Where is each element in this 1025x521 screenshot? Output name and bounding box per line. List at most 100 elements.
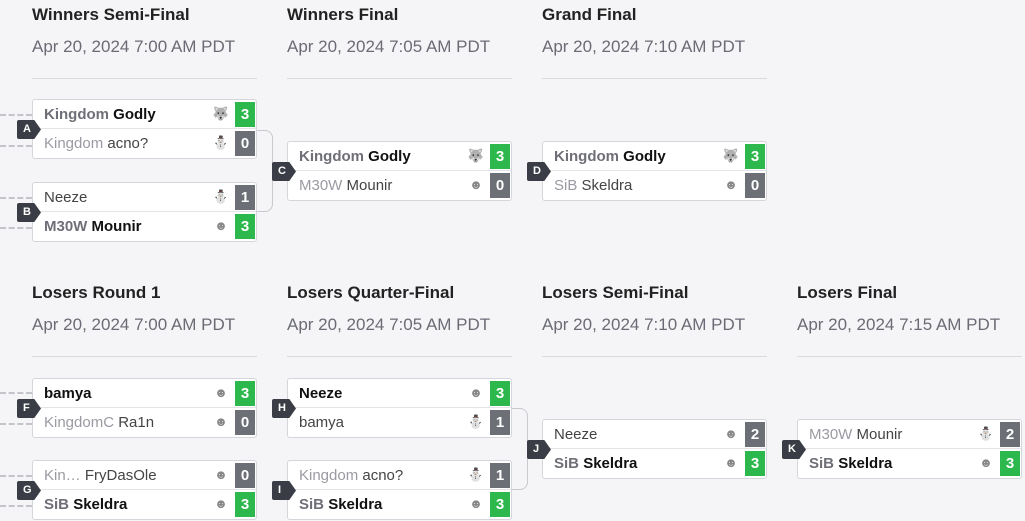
player-name[interactable]: Neeze <box>44 189 87 206</box>
player-name[interactable]: SiB Skeldra <box>299 496 382 513</box>
player-name[interactable]: Kingdom Godly <box>299 148 411 165</box>
sponsor-prefix: SiB <box>299 496 325 513</box>
player-slot[interactable]: Neeze☻2 <box>543 420 766 449</box>
player-slot[interactable]: Neeze⛄1 <box>33 183 256 212</box>
character-icon: ☻ <box>979 455 993 470</box>
player-name[interactable]: SiB Skeldra <box>554 455 637 472</box>
gamer-tag: Neeze <box>299 385 343 402</box>
player-slot[interactable]: Kingdom acno?⛄1 <box>288 461 511 490</box>
player-name[interactable]: Kingdom acno? <box>44 135 148 152</box>
gamer-tag: bamya <box>299 414 345 431</box>
sponsor-prefix: KingdomC <box>44 414 115 431</box>
player-name[interactable]: Kin… FryDasOle <box>44 467 157 484</box>
character-icon: ☻ <box>724 177 738 192</box>
match-card-h[interactable]: Neeze ☻ 3 bamya ⛄ 1 <box>287 378 512 438</box>
score-box: 3 <box>1000 451 1020 476</box>
player-slot[interactable]: Kingdom Godly🐺3 <box>288 142 511 171</box>
character-icon: ☻ <box>214 414 228 429</box>
player-name[interactable]: KingdomC Ra1n <box>44 414 154 431</box>
match-badge: A <box>17 120 41 139</box>
player-name[interactable]: bamya <box>44 385 92 402</box>
round-date: Apr 20, 2024 7:10 AM PDT <box>542 315 746 334</box>
character-icon: ☻ <box>214 218 228 233</box>
score-box: 1 <box>490 410 510 435</box>
bracket-connector <box>0 392 32 394</box>
score-box: 0 <box>490 173 510 198</box>
round-date: Apr 20, 2024 7:15 AM PDT <box>797 315 1001 334</box>
player-name[interactable]: M30W Mounir <box>299 177 392 194</box>
player-slot[interactable]: M30W Mounir ☻ 3 <box>33 212 256 241</box>
ice-climbers-icon: ⛄ <box>212 135 230 150</box>
sponsor-prefix: M30W <box>44 218 88 235</box>
player-slot[interactable]: SiB Skeldra☻3 <box>288 490 511 519</box>
player-slot[interactable]: M30W Mounir⛄2 <box>798 420 1021 449</box>
score-box: 3 <box>490 381 510 406</box>
player-slot[interactable]: SiB Skeldra☻0 <box>543 171 766 200</box>
player-name[interactable]: Kingdom Godly <box>44 106 156 123</box>
score-box: 3 <box>490 144 510 169</box>
sponsor-prefix: SiB <box>809 455 835 472</box>
score-box: 3 <box>235 214 255 239</box>
player-name[interactable]: SiB Skeldra <box>554 177 632 194</box>
player-name[interactable]: M30W Mounir <box>809 426 902 443</box>
gamer-tag: Mounir <box>856 426 903 443</box>
sponsor-prefix: Kin… <box>44 467 81 484</box>
player-name[interactable]: bamya <box>299 414 344 431</box>
player-name[interactable]: SiB Skeldra <box>809 455 892 472</box>
score-box: 3 <box>235 492 255 517</box>
score-box: 3 <box>235 102 255 127</box>
bracket-connector <box>0 227 32 229</box>
score-box: 3 <box>745 451 765 476</box>
player-slot[interactable]: SiB Skeldra☻3 <box>543 449 766 478</box>
match-badge: C <box>272 162 296 181</box>
player-name[interactable]: Neeze <box>299 385 342 402</box>
player-slot[interactable]: Kingdom Godly🐺3 <box>33 100 256 129</box>
gamer-tag: Mounir <box>91 218 142 235</box>
ice-climbers-icon: ⛄ <box>467 414 485 429</box>
score-box: 2 <box>745 422 765 447</box>
player-name[interactable]: SiB Skeldra <box>44 496 127 513</box>
player-name[interactable]: Neeze <box>554 426 597 443</box>
player-slot[interactable]: SiB Skeldra☻3 <box>33 490 256 519</box>
player-name[interactable]: Kingdom Godly <box>554 148 666 165</box>
gamer-tag: Skeldra <box>838 455 893 472</box>
score-box: 3 <box>235 381 255 406</box>
sponsor-prefix: SiB <box>554 455 580 472</box>
player-slot[interactable]: SiB Skeldra ☻ 3 <box>798 449 1021 478</box>
player-slot[interactable]: Kingdom acno?⛄0 <box>33 129 256 158</box>
gamer-tag: acno? <box>107 135 149 152</box>
player-slot[interactable]: Neeze ☻ 3 <box>288 379 511 408</box>
sponsor-prefix: Kingdom <box>44 106 109 123</box>
gamer-tag: Neeze <box>44 189 88 206</box>
sponsor-prefix: SiB <box>44 496 70 513</box>
player-slot[interactable]: bamya ⛄ 1 <box>288 408 511 437</box>
score-box: 2 <box>1000 422 1020 447</box>
player-slot[interactable]: Kingdom Godly🐺3 <box>543 142 766 171</box>
player-name[interactable]: Kingdom acno? <box>299 467 403 484</box>
gamer-tag: Skeldra <box>328 496 383 513</box>
score-box: 3 <box>490 492 510 517</box>
round-title: Winners Semi-Final <box>32 5 190 24</box>
player-slot[interactable]: Kin… FryDasOle☻0 <box>33 461 256 490</box>
bracket-connector <box>0 197 32 199</box>
character-icon: ☻ <box>214 467 228 482</box>
bracket-connector <box>0 145 32 147</box>
sponsor-prefix: Kingdom <box>299 148 364 165</box>
round-title: Losers Semi-Final <box>542 283 689 302</box>
player-slot[interactable]: KingdomC Ra1n☻0 <box>33 408 256 437</box>
player-name[interactable]: M30W Mounir <box>44 218 142 235</box>
gamer-tag: bamya <box>44 385 92 402</box>
character-icon: ☻ <box>469 385 483 400</box>
sponsor-prefix: Kingdom <box>299 467 359 484</box>
player-slot[interactable]: M30W Mounir☻0 <box>288 171 511 200</box>
player-slot[interactable]: bamya☻3 <box>33 379 256 408</box>
